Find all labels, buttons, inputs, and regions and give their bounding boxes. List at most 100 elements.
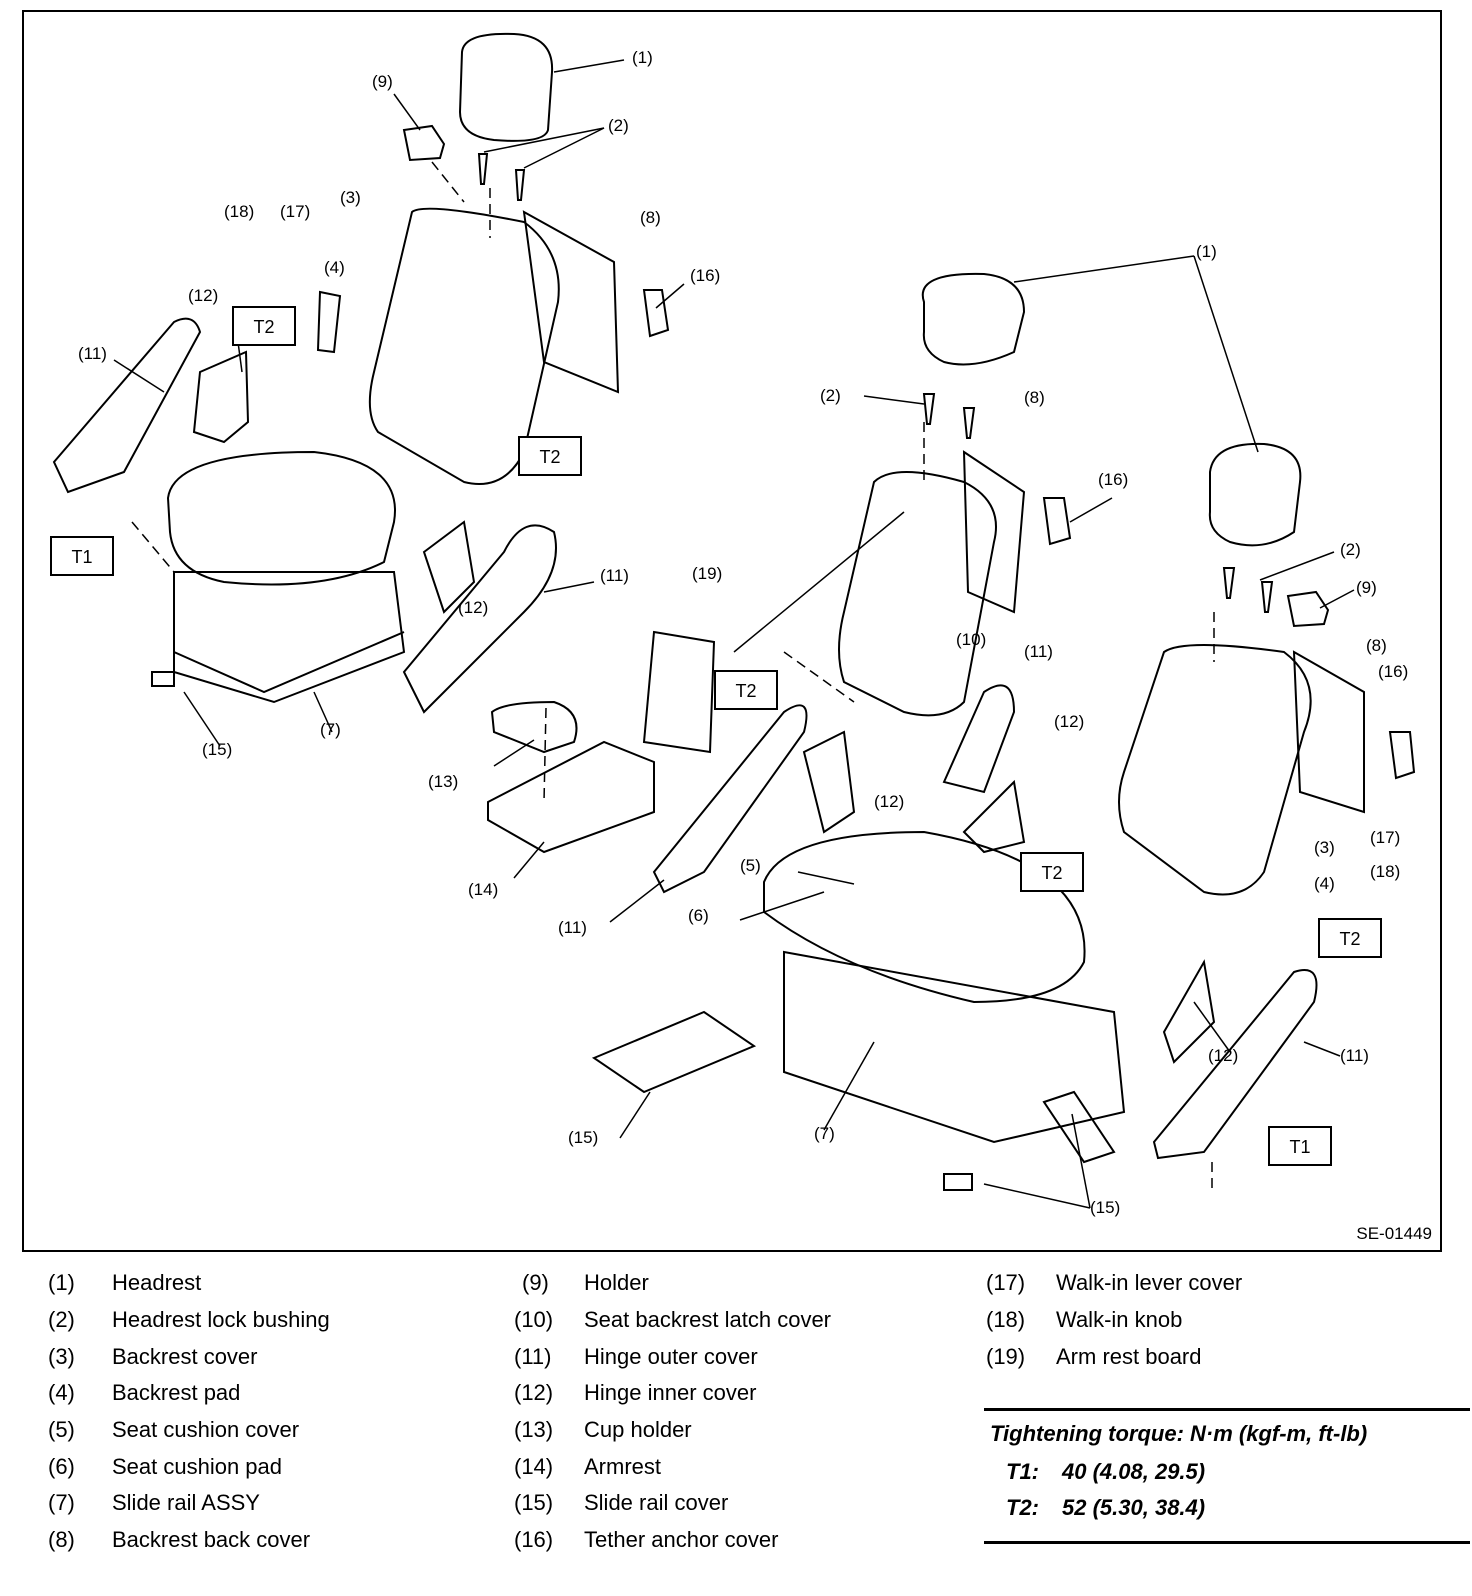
torque-t2-label: T2: bbox=[1006, 1495, 1039, 1520]
left-tether-cover bbox=[642, 289, 670, 338]
center-headrest bbox=[921, 272, 1026, 366]
torque-t1-label: T1: bbox=[1006, 1459, 1039, 1484]
left-hinge-outer-1 bbox=[52, 317, 202, 494]
legend-name: Backrest cover bbox=[112, 1344, 258, 1369]
callout-2-center: (2) bbox=[820, 386, 841, 405]
right-hinge-inner-2 bbox=[1162, 959, 1216, 1064]
legend-num: (7) bbox=[48, 1490, 75, 1515]
legend-name: Hinge inner cover bbox=[584, 1380, 757, 1405]
callout-7-center: (7) bbox=[814, 1124, 835, 1143]
legend-num: (5) bbox=[48, 1417, 75, 1442]
center-backrest-back bbox=[962, 450, 1026, 614]
torque-tag-t2-d: T2 bbox=[1020, 852, 1084, 892]
center-hinge-inner bbox=[802, 730, 856, 834]
left-backrest-back bbox=[522, 210, 620, 394]
callout-11-left: (11) bbox=[78, 344, 107, 363]
legend-num: (19) bbox=[986, 1344, 1026, 1369]
legend-num: (11) bbox=[514, 1344, 552, 1369]
arm-rest-board bbox=[642, 630, 716, 754]
legend-name: Walk-in lever cover bbox=[1056, 1270, 1243, 1295]
armrest bbox=[487, 740, 655, 854]
callout-9-right: (9) bbox=[1356, 578, 1377, 597]
callout-11-right-low: (11) bbox=[1340, 1046, 1369, 1065]
center-slide-rail bbox=[783, 950, 1126, 1144]
legend-num: (16) bbox=[514, 1527, 554, 1552]
left-headrest-bushing bbox=[477, 153, 526, 201]
callout-16-right: (16) bbox=[1378, 662, 1409, 681]
legend-name: Tether anchor cover bbox=[584, 1527, 779, 1552]
callout-12-mid: (12) bbox=[458, 598, 489, 617]
torque-tag-t2-b: T2 bbox=[518, 436, 582, 476]
left-walkin bbox=[316, 290, 342, 354]
callout-3-right: (3) bbox=[1314, 838, 1335, 857]
callout-12-left: (12) bbox=[188, 286, 219, 305]
left-backrest bbox=[368, 207, 560, 485]
callout-11-center-low: (11) bbox=[558, 918, 587, 937]
callout-10: (10) bbox=[956, 630, 987, 649]
legend-num: (14) bbox=[514, 1454, 554, 1479]
legend-name: Seat backrest latch cover bbox=[584, 1307, 832, 1332]
callout-16-left: (16) bbox=[690, 266, 721, 285]
torque-tag-t2-e: T2 bbox=[1318, 918, 1382, 958]
callout-18-left: (18) bbox=[224, 202, 255, 221]
callout-15-left: (15) bbox=[202, 740, 233, 759]
callout-16-center: (16) bbox=[1098, 470, 1129, 489]
callout-8-center: (8) bbox=[1024, 388, 1045, 407]
callout-12-right: (12) bbox=[874, 792, 905, 811]
callout-14: (14) bbox=[468, 880, 499, 899]
callout-17-left: (17) bbox=[280, 202, 311, 221]
callout-4-right: (4) bbox=[1314, 874, 1335, 893]
callout-2-right: (2) bbox=[1340, 540, 1361, 559]
legend-num: (17) bbox=[986, 1270, 1026, 1295]
legend-name: Walk-in knob bbox=[1056, 1307, 1183, 1332]
center-rail-cover-2 bbox=[943, 1090, 1116, 1191]
legend-num: (18) bbox=[986, 1307, 1026, 1332]
callout-8-left: (8) bbox=[640, 208, 661, 227]
torque-tag-t2-a: T2 bbox=[232, 306, 296, 346]
legend-num: (12) bbox=[514, 1380, 554, 1405]
callout-19: (19) bbox=[692, 564, 723, 583]
legend-name: Backrest back cover bbox=[112, 1527, 311, 1552]
center-headrest-bushing bbox=[922, 393, 976, 439]
legend-name: Cup holder bbox=[584, 1417, 692, 1442]
legend-num: (1) bbox=[48, 1270, 75, 1295]
left-cushion bbox=[166, 450, 396, 586]
left-hinge-inner-1 bbox=[192, 350, 250, 444]
legend-name: Seat cushion cover bbox=[112, 1417, 300, 1442]
legend-name: Hinge outer cover bbox=[584, 1344, 758, 1369]
legend-name: Seat cushion pad bbox=[112, 1454, 283, 1479]
center-cushion bbox=[763, 830, 1086, 1004]
legend-num: (13) bbox=[514, 1417, 554, 1442]
callout-13: (13) bbox=[428, 772, 459, 791]
torque-heading: Tightening torque: N·m (kgf-m, ft-lb) bbox=[990, 1421, 1368, 1446]
legend-num: (15) bbox=[514, 1490, 554, 1515]
callout-11-center: (11) bbox=[1024, 642, 1053, 661]
legend-name: Armrest bbox=[584, 1454, 661, 1479]
callout-12-right-low: (12) bbox=[1208, 1046, 1239, 1065]
legend-name: Backrest pad bbox=[112, 1380, 241, 1405]
torque-tag-t1-a: T1 bbox=[50, 536, 114, 576]
torque-tag-t1-b: T1 bbox=[1268, 1126, 1332, 1166]
right-backrest-back bbox=[1292, 650, 1365, 814]
legend-num: (6) bbox=[48, 1454, 75, 1479]
right-headrest-bushing bbox=[1222, 567, 1274, 613]
right-backrest bbox=[1118, 644, 1312, 896]
torque-table: Tightening torque: N·m (kgf-m, ft-lb) T1… bbox=[984, 1408, 1470, 1544]
leader-lines bbox=[113, 59, 1355, 1209]
right-headrest bbox=[1208, 442, 1302, 547]
right-holder bbox=[1286, 590, 1330, 628]
legend-num: (9) bbox=[522, 1270, 549, 1295]
callout-17-right: (17) bbox=[1370, 828, 1401, 847]
callout-1-right: (1) bbox=[1196, 242, 1217, 261]
callout-5: (5) bbox=[740, 856, 761, 875]
callout-11-mid: (11) bbox=[600, 566, 629, 585]
legend-num: (2) bbox=[48, 1307, 75, 1332]
callout-12-center: (12) bbox=[1054, 712, 1085, 731]
torque-t2-value: 52 (5.30, 38.4) bbox=[1062, 1495, 1206, 1520]
left-headrest bbox=[458, 32, 554, 142]
callout-8-right: (8) bbox=[1366, 636, 1387, 655]
left-hinge-inner-2 bbox=[422, 520, 476, 614]
legend-name: Arm rest board bbox=[1056, 1344, 1202, 1369]
legend-num: (8) bbox=[48, 1527, 75, 1552]
legend-name: Holder bbox=[584, 1270, 649, 1295]
